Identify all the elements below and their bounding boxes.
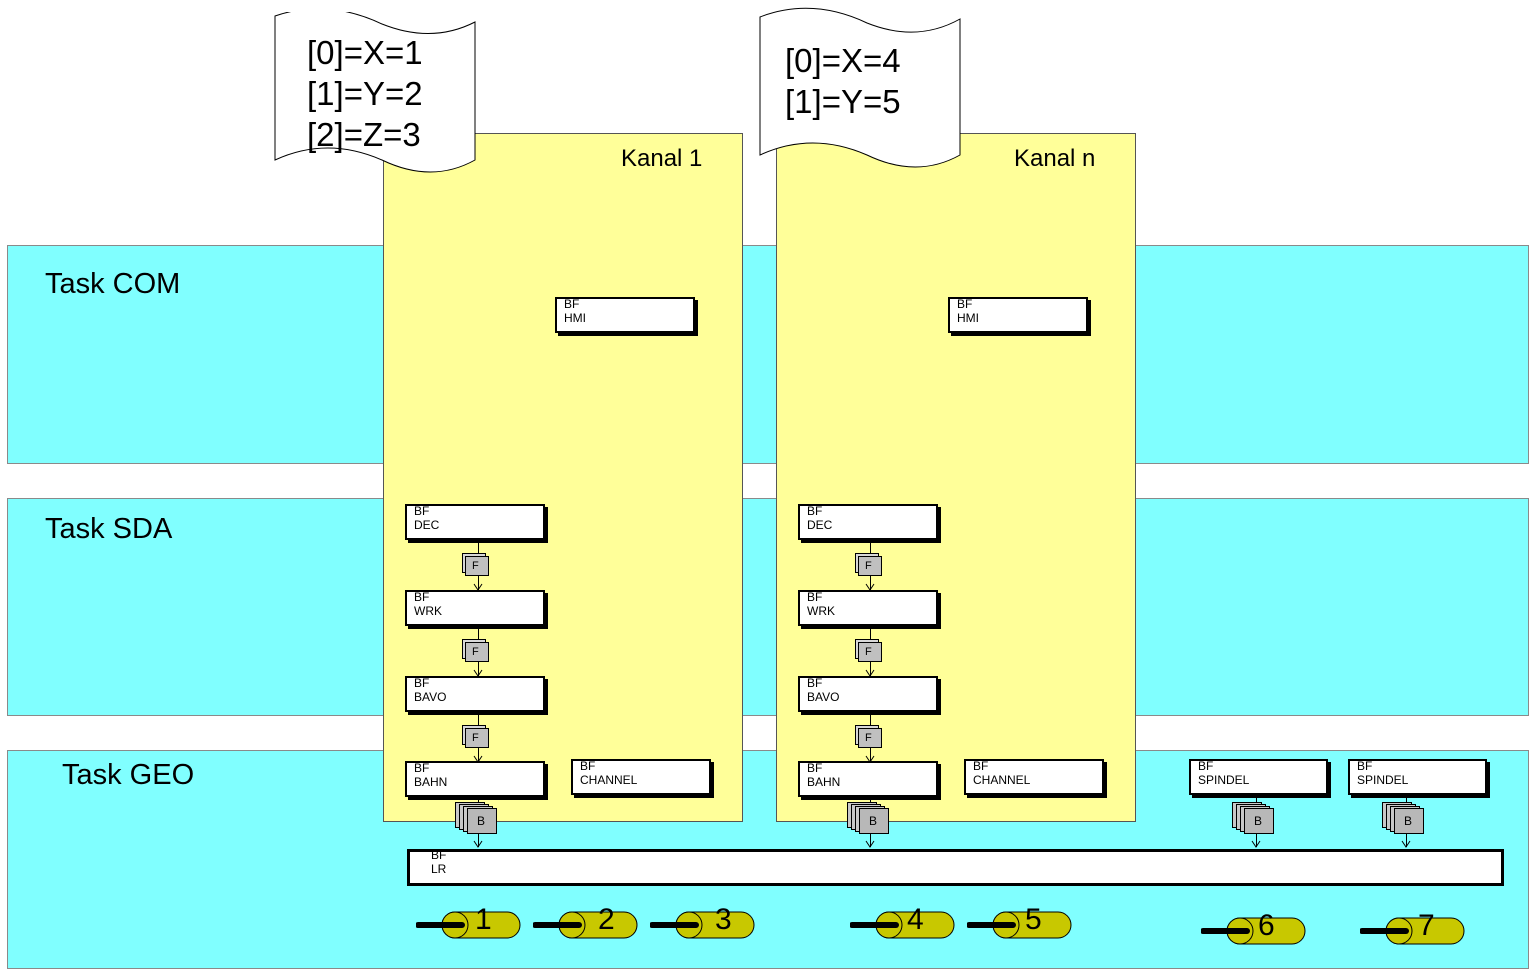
channel-1-bf-wrk: BF WRK — [405, 590, 545, 626]
bf-name: WRK — [414, 604, 442, 618]
bf-label: BF — [807, 590, 823, 604]
fifo-label: F — [858, 642, 882, 662]
channel-1-bf-bahn: BF BAHN — [405, 761, 545, 797]
channel-1-fifo-2: F — [462, 639, 491, 663]
channel-1-bf-dec: BF DEC — [405, 504, 545, 540]
channel-1-label: Kanal 1 — [621, 145, 703, 172]
bf-name: CHANNEL — [973, 773, 1031, 787]
buffer-label: B — [1244, 808, 1274, 834]
bf-name: LR — [431, 862, 447, 876]
axis-7-label: 7 — [1418, 909, 1435, 942]
bf-label: BF — [414, 504, 430, 518]
channel-1-bf-bavo: BF BAVO — [405, 676, 545, 712]
axis-7-icon — [1360, 917, 1465, 945]
note-line: [1]=Y=5 — [785, 83, 901, 120]
note-line: [2]=Z=3 — [307, 116, 421, 153]
bf-name: DEC — [807, 518, 833, 532]
axis-2-icon — [533, 911, 638, 939]
fifo-label: F — [858, 728, 882, 748]
axis-4-icon — [850, 911, 955, 939]
fifo-label: F — [858, 556, 882, 576]
channel-n-bf-dec: BF DEC — [798, 504, 938, 540]
channel-n-bf-wrk: BF WRK — [798, 590, 938, 626]
bf-label: BF — [973, 759, 989, 773]
axis-4-label: 4 — [907, 903, 924, 936]
bf-name: BAVO — [807, 690, 840, 704]
spindle-2-buffer: B — [1382, 802, 1426, 834]
bf-label: BF — [564, 297, 580, 311]
bf-label: BF — [431, 848, 447, 862]
axis-5-icon — [967, 911, 1072, 939]
axis-6-label: 6 — [1258, 909, 1275, 942]
bf-name: BAHN — [807, 775, 841, 789]
task-geo-label: Task GEO — [62, 759, 195, 791]
channel-n-bf-channel: BF CHANNEL — [964, 759, 1104, 795]
spindle-1-bf: BF SPINDEL — [1189, 759, 1328, 795]
bf-label: BF — [1357, 759, 1373, 773]
axis-3-label: 3 — [715, 903, 732, 936]
bf-label: BF — [414, 590, 430, 604]
task-com-band — [7, 245, 1529, 464]
channel-n-fifo-3: F — [855, 725, 884, 749]
channel-1-fifo-3: F — [462, 725, 491, 749]
bf-label: BF — [580, 759, 596, 773]
channel-n-bf-bavo: BF BAVO — [798, 676, 938, 712]
channel-n-label: Kanal n — [1014, 145, 1096, 172]
channel-1-bf-channel: BF CHANNEL — [571, 759, 711, 795]
channel-n-note: [0]=X=4 [1]=Y=5 — [785, 40, 901, 122]
channel-1-fifo-1: F — [462, 553, 491, 577]
bf-label: BF — [414, 761, 430, 775]
bf-name: WRK — [807, 604, 835, 618]
task-sda-band — [7, 498, 1529, 716]
bf-name: HMI — [564, 311, 586, 325]
note-line: [1]=Y=2 — [307, 75, 423, 112]
axis-2-label: 2 — [598, 903, 615, 936]
spindle-1-buffer: B — [1232, 802, 1276, 834]
channel-1-note-shape — [274, 12, 476, 173]
channel-n-note-shape — [759, 7, 961, 168]
spindle-2-bf: BF SPINDEL — [1348, 759, 1487, 795]
note-line: [0]=X=4 — [785, 42, 901, 79]
channel-n-buffer: B — [847, 802, 891, 834]
buffer-label: B — [859, 808, 889, 834]
bf-name: SPINDEL — [1357, 773, 1409, 787]
fifo-label: F — [465, 642, 489, 662]
bf-name: BAVO — [414, 690, 447, 704]
channel-n-fifo-2: F — [855, 639, 884, 663]
axis-1-label: 1 — [475, 903, 492, 936]
buffer-label: B — [1394, 808, 1424, 834]
channel-n-bf-bahn: BF BAHN — [798, 761, 938, 797]
bf-label: BF — [807, 504, 823, 518]
channel-n-fifo-1: F — [855, 553, 884, 577]
bf-name: HMI — [957, 311, 979, 325]
buffer-label: B — [467, 808, 497, 834]
axis-5-label: 5 — [1025, 903, 1042, 936]
bf-label: BF — [1198, 759, 1214, 773]
fifo-label: F — [465, 728, 489, 748]
channel-1-bf-hmi: BF HMI — [555, 297, 695, 333]
axis-1-icon — [416, 911, 521, 939]
bf-lr: BF LR — [407, 849, 1504, 886]
task-com-label: Task COM — [45, 268, 181, 300]
bf-name: CHANNEL — [580, 773, 638, 787]
task-sda-label: Task SDA — [45, 513, 173, 545]
channel-1-note: [0]=X=1 [1]=Y=2 [2]=Z=3 — [307, 32, 423, 155]
axis-6-icon — [1201, 917, 1306, 945]
bf-name: BAHN — [414, 775, 448, 789]
bf-name: DEC — [414, 518, 440, 532]
axis-3-icon — [650, 911, 755, 939]
bf-label: BF — [807, 676, 823, 690]
channel-n-bf-hmi: BF HMI — [948, 297, 1088, 333]
fifo-label: F — [465, 556, 489, 576]
bf-label: BF — [807, 761, 823, 775]
bf-name: SPINDEL — [1198, 773, 1250, 787]
bf-label: BF — [957, 297, 973, 311]
channel-1-buffer: B — [455, 802, 499, 834]
note-line: [0]=X=1 — [307, 34, 423, 71]
bf-label: BF — [414, 676, 430, 690]
